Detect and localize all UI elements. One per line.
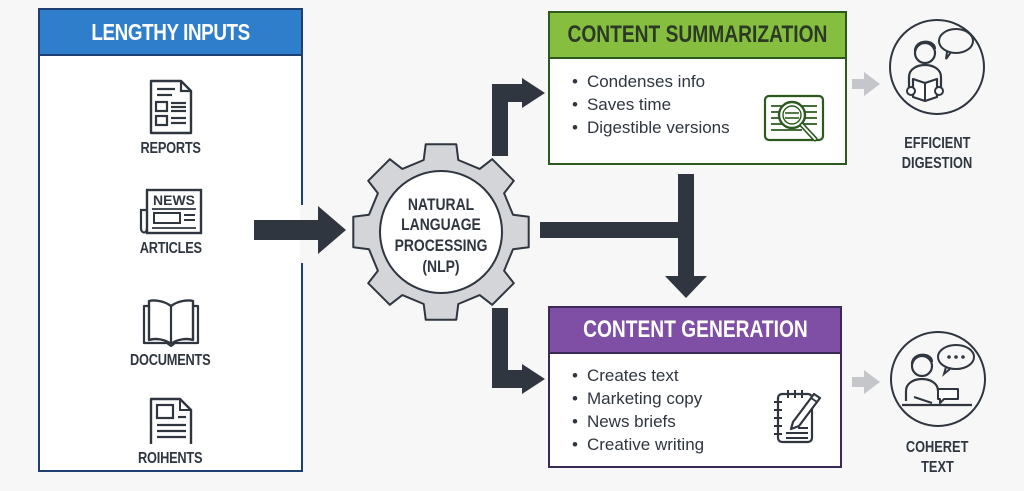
- content-generation-title: CONTENT GENERATION: [582, 316, 808, 343]
- efficient-digestion-label: EFFICIENT DIGESTION: [877, 134, 997, 174]
- input-item-documents: DOCUMENTS: [40, 298, 301, 370]
- generation-bullets: Creates text Marketing copy News briefs …: [572, 364, 704, 456]
- writer-speaking-icon: [902, 344, 975, 407]
- newspaper-icon: NEWS: [139, 188, 202, 235]
- arrow-inputs-to-nlp: [254, 206, 346, 254]
- nlp-label-line: PROCESSING: [395, 237, 488, 256]
- document-icon: [149, 397, 192, 444]
- content-summarization-title: CONTENT SUMMARIZATION: [567, 21, 828, 48]
- arrow-generation-to-outcome: [852, 370, 880, 394]
- bullet-item: Digestible versions: [572, 116, 730, 139]
- content-generation-box: CONTENT GENERATION Creates text Marketin…: [548, 306, 842, 468]
- bullet-item: Condenses info: [572, 70, 730, 93]
- coherent-text-label: COHERET TEXT: [877, 438, 997, 478]
- content-summarization-header: CONTENT SUMMARIZATION: [550, 13, 845, 59]
- bullet-item: News briefs: [572, 410, 704, 433]
- input-item-articles: NEWS ARTICLES: [40, 188, 301, 258]
- efficient-digestion-circle: [889, 19, 985, 115]
- nlp-label-line: NATURAL: [408, 196, 475, 215]
- nlp-label-line: (NLP): [422, 258, 459, 277]
- input-label: DOCUMENTS: [130, 352, 211, 369]
- report-icon: [149, 79, 192, 135]
- input-label: ROIHENTS: [138, 450, 203, 467]
- summarization-bullets: Condenses info Saves time Digestible ver…: [572, 70, 730, 139]
- arrow-nlp-to-summarization: [492, 78, 545, 156]
- input-item-roihents: ROIHENTS: [40, 396, 301, 468]
- lengthy-inputs-header: LENGTHY INPUTS: [40, 10, 301, 56]
- newspaper-icon-text: NEWS: [153, 192, 195, 208]
- arrow-summarization-to-outcome: [852, 72, 880, 96]
- magnifier-document-icon: [763, 94, 825, 142]
- nlp-gear: NATURAL LANGUAGE PROCESSING (NLP): [352, 143, 530, 321]
- nlp-gear-center: [379, 170, 503, 294]
- reader-thinking-icon: [906, 28, 974, 103]
- outcome-label-line: EFFICIENT: [903, 135, 971, 152]
- bullet-item: Marketing copy: [572, 387, 704, 410]
- outcome-label-line: TEXT: [920, 459, 954, 476]
- lengthy-inputs-title: LENGTHY INPUTS: [91, 18, 250, 45]
- input-label: ARTICLES: [139, 240, 202, 257]
- bullet-item: Creative writing: [572, 433, 704, 456]
- coherent-text-circle: [890, 331, 986, 427]
- input-label: REPORTS: [140, 140, 201, 157]
- outcome-label-line: COHERET: [905, 439, 969, 456]
- outcome-label-line: DIGESTION: [901, 155, 973, 172]
- arrow-nlp-to-generation-direct: [540, 174, 707, 298]
- content-generation-header: CONTENT GENERATION: [550, 308, 840, 354]
- arrow-nlp-to-generation: [492, 308, 545, 394]
- notepad-pencil-icon: [774, 390, 822, 444]
- open-book-icon: [142, 299, 199, 348]
- input-item-reports: REPORTS: [40, 78, 301, 158]
- nlp-label-line: LANGUAGE: [401, 216, 481, 235]
- content-summarization-box: CONTENT SUMMARIZATION Condenses info Sav…: [548, 11, 847, 165]
- bullet-item: Creates text: [572, 364, 704, 387]
- bullet-item: Saves time: [572, 93, 730, 116]
